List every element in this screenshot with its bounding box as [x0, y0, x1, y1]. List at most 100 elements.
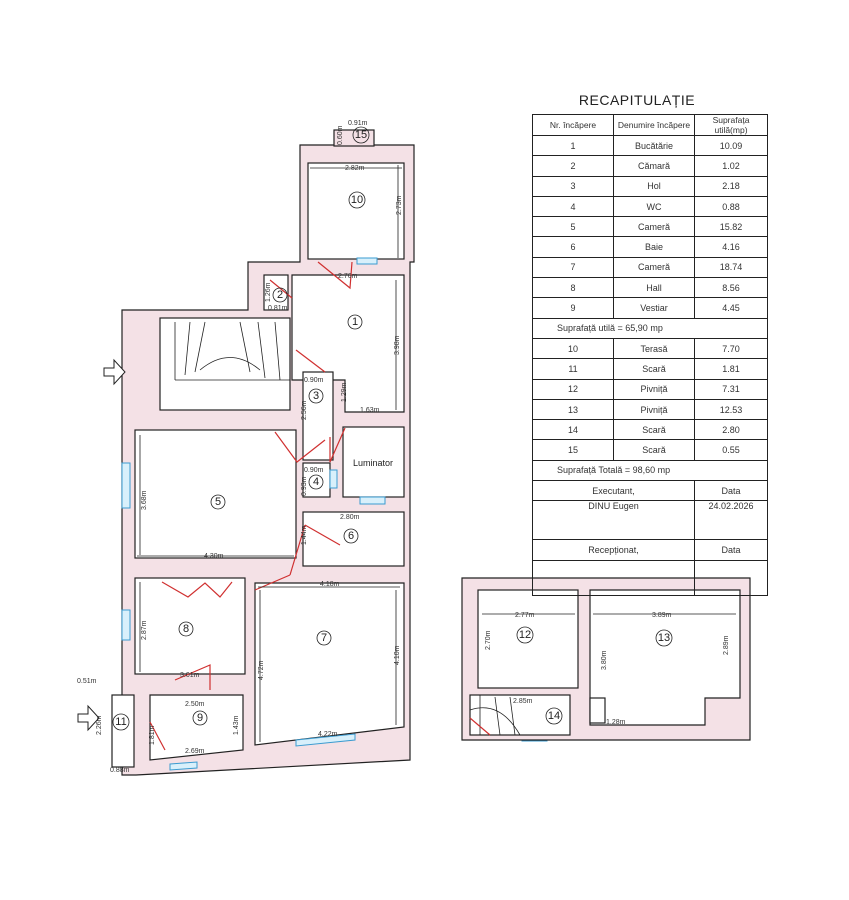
dim-11-width2: 0.88m [110, 767, 130, 774]
room-number-8: 8 [178, 621, 194, 637]
staircase [159, 317, 291, 411]
cell-name: Cameră [613, 216, 695, 238]
header-nr: Nr. încăpere [532, 114, 614, 136]
room-number-15: 15 [352, 126, 370, 144]
cell-nr: 1 [532, 134, 614, 157]
cell-name: Pivniță [613, 398, 695, 421]
room-number-9: 9 [192, 710, 208, 726]
dim-4-height: 0.93m [301, 476, 308, 496]
room-number-10: 10 [348, 191, 366, 209]
cell-nr: 2 [532, 155, 614, 177]
room-number-6: 6 [343, 528, 359, 544]
room-number-12: 12 [516, 626, 534, 644]
dim-13-width2: 1.28m [606, 719, 626, 726]
room-number-4: 4 [308, 474, 324, 490]
svg-text:4: 4 [313, 476, 319, 488]
dim-8-height: 2.87m [141, 620, 148, 640]
dim-1-width: 2.76m [338, 273, 358, 280]
cell-nr: 9 [532, 297, 614, 319]
executant-left: DINU Eugen [532, 500, 695, 541]
dim-9-width: 2.50m [185, 701, 205, 708]
room-14-stair [469, 694, 571, 736]
summary-title: RECAPITULAȚIE [578, 92, 696, 108]
dim-9-width2: 2.69m [185, 748, 205, 755]
entrance-arrow-icon [103, 358, 126, 386]
cell-area: 12.53 [694, 398, 768, 421]
cell-nr: 8 [532, 277, 614, 299]
cell-area: 1.81 [694, 358, 768, 380]
cell-name: Terasă [613, 337, 695, 360]
room-11-stair [111, 694, 135, 768]
svg-text:9: 9 [197, 712, 203, 724]
cell-name: Hall [613, 277, 695, 299]
cell-area: 1.02 [694, 155, 768, 177]
receptionat-header-left: Recepționat, [532, 539, 695, 561]
svg-text:7: 7 [321, 632, 327, 644]
cell-name: Cămară [613, 155, 695, 177]
dim-11-height: 2.26m [96, 715, 103, 735]
cell-area: 0.55 [694, 439, 768, 461]
room-9-closet [149, 694, 244, 761]
header-area: Suprafața utilă(mp) [694, 114, 768, 136]
dim-7-height2: 4.72m [258, 660, 265, 680]
dim-15-height: 0.60m [337, 125, 344, 145]
cell-name: Cameră [613, 256, 695, 279]
cell-area: 2.18 [694, 175, 768, 197]
receptionat-header-right: Data [694, 539, 768, 561]
room-number-3: 3 [308, 388, 324, 404]
dim-7-width: 4.18m [320, 581, 340, 588]
svg-text:14: 14 [548, 710, 560, 722]
executant-header-right: Data [694, 480, 768, 502]
dim-1-height2: 1.29m [341, 382, 348, 402]
room-4-wc [302, 462, 331, 498]
cell-name: Bucătărie [613, 134, 695, 157]
dim-1-height: 3.98m [394, 335, 401, 355]
entrance-arrow-icon [77, 704, 100, 732]
svg-text:13: 13 [658, 632, 670, 644]
subtotal-useful: Suprafață utilă = 65,90 mp [532, 317, 768, 339]
room-10-terrace [307, 162, 405, 260]
basement-step [589, 697, 606, 724]
executant-header-left: Executant, [532, 480, 695, 502]
room-number-5: 5 [210, 494, 226, 510]
staircase-steps [174, 321, 290, 381]
svg-text:3: 3 [313, 390, 319, 402]
cell-nr: 13 [532, 398, 614, 421]
dim-13-width: 3.89m [652, 612, 672, 619]
room-number-13: 13 [655, 629, 673, 647]
room-7-room [254, 582, 405, 746]
cell-nr: 6 [532, 236, 614, 258]
room-6-bath [302, 511, 405, 567]
basement-door [469, 717, 491, 736]
room-number-7: 7 [316, 630, 332, 646]
svg-text:1: 1 [352, 316, 358, 328]
cell-name: WC [613, 195, 695, 218]
svg-text:6: 6 [348, 530, 354, 542]
room-2-pantry [263, 274, 289, 311]
cell-nr: 4 [532, 195, 614, 218]
dim-6-width: 2.80m [340, 514, 360, 521]
dim-3-height: 2.56m [301, 400, 308, 420]
cell-area: 8.56 [694, 277, 768, 299]
dim-9-height: 1.43m [233, 715, 240, 735]
header-name: Denumire încăpere [613, 114, 695, 136]
summary-table: Nr. încăpere Denumire încăpere Suprafața… [532, 114, 768, 596]
total-area: Suprafață Totală = 98,60 mp [532, 459, 768, 482]
cell-area: 7.31 [694, 378, 768, 400]
svg-text:5: 5 [215, 496, 221, 508]
dim-13-height2: 3.80m [601, 650, 608, 670]
dim-12-width: 2.77m [515, 612, 535, 619]
receptionat-blank-row [532, 559, 768, 596]
dim-14-width: 2.85m [513, 698, 533, 705]
